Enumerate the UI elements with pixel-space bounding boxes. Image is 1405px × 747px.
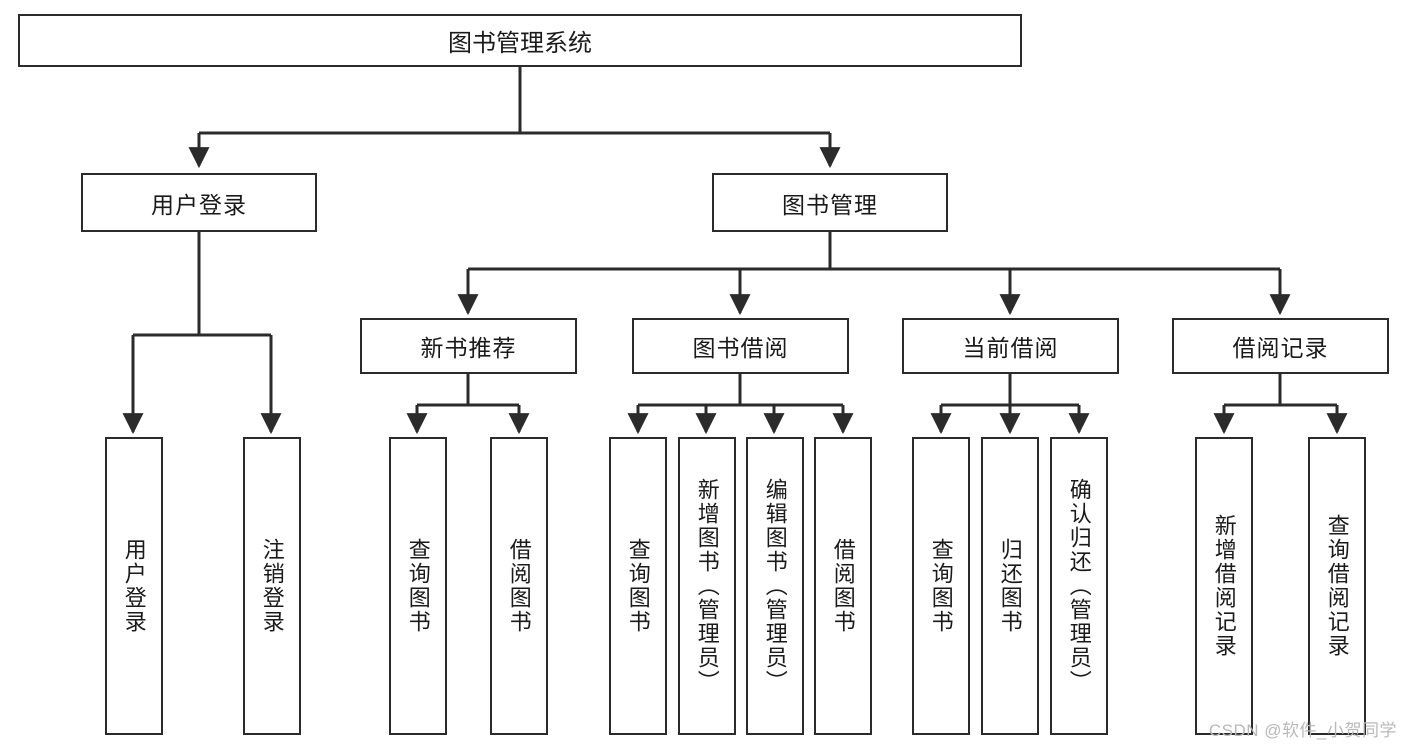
- leaf-confirm-return-admin[interactable]: 确认归还（管理员）: [1050, 437, 1108, 735]
- node-label: 注销登录: [259, 538, 285, 634]
- node-label: 查询借阅记录: [1324, 514, 1350, 658]
- node-label: 当前借阅: [962, 335, 1059, 361]
- leaf-add-borrow-record[interactable]: 新增借阅记录: [1195, 437, 1253, 735]
- node-label: 新书推荐: [420, 335, 517, 361]
- node-current-borrow[interactable]: 当前借阅: [902, 318, 1119, 374]
- node-label: 借阅图书: [830, 538, 856, 634]
- node-label: 用户登录: [151, 191, 247, 218]
- csdn-watermark: CSDN @软件_小贺同学: [1208, 721, 1397, 740]
- node-label: 图书管理: [782, 191, 878, 218]
- node-label: 查询图书: [928, 538, 954, 634]
- node-label: 用户登录: [121, 538, 147, 634]
- node-new-book-recommend[interactable]: 新书推荐: [360, 318, 577, 374]
- node-label: 新增借阅记录: [1211, 514, 1237, 658]
- leaf-query-book-current[interactable]: 查询图书: [912, 437, 970, 735]
- node-label: 查询图书: [405, 538, 431, 634]
- node-label: 图书借阅: [692, 335, 789, 361]
- node-label: 确认归还（管理员）: [1066, 478, 1092, 694]
- node-book-borrow[interactable]: 图书借阅: [632, 318, 849, 374]
- node-label: 归还图书: [997, 538, 1023, 634]
- leaf-user-login[interactable]: 用户登录: [105, 437, 163, 735]
- node-borrow-record[interactable]: 借阅记录: [1172, 318, 1389, 374]
- node-label: 编辑图书（管理员）: [762, 478, 788, 694]
- leaf-query-book-recommend[interactable]: 查询图书: [389, 437, 447, 735]
- leaf-query-book-borrow[interactable]: 查询图书: [609, 437, 667, 735]
- leaf-borrow-book[interactable]: 借阅图书: [814, 437, 872, 735]
- node-root-system[interactable]: 图书管理系统: [18, 14, 1022, 67]
- leaf-return-book[interactable]: 归还图书: [981, 437, 1039, 735]
- node-user-login[interactable]: 用户登录: [81, 173, 317, 232]
- leaf-borrow-book-recommend[interactable]: 借阅图书: [490, 437, 548, 735]
- node-label: 借阅图书: [506, 538, 532, 634]
- node-label: 查询图书: [625, 538, 651, 634]
- leaf-logout-login[interactable]: 注销登录: [243, 437, 301, 735]
- leaf-query-borrow-record[interactable]: 查询借阅记录: [1308, 437, 1366, 735]
- node-label: 新增图书（管理员）: [694, 478, 720, 694]
- node-book-management[interactable]: 图书管理: [712, 173, 948, 232]
- leaf-add-book-admin[interactable]: 新增图书（管理员）: [678, 437, 736, 735]
- node-label: 图书管理系统: [448, 30, 592, 57]
- leaf-edit-book-admin[interactable]: 编辑图书（管理员）: [746, 437, 804, 735]
- node-label: 借阅记录: [1232, 335, 1329, 361]
